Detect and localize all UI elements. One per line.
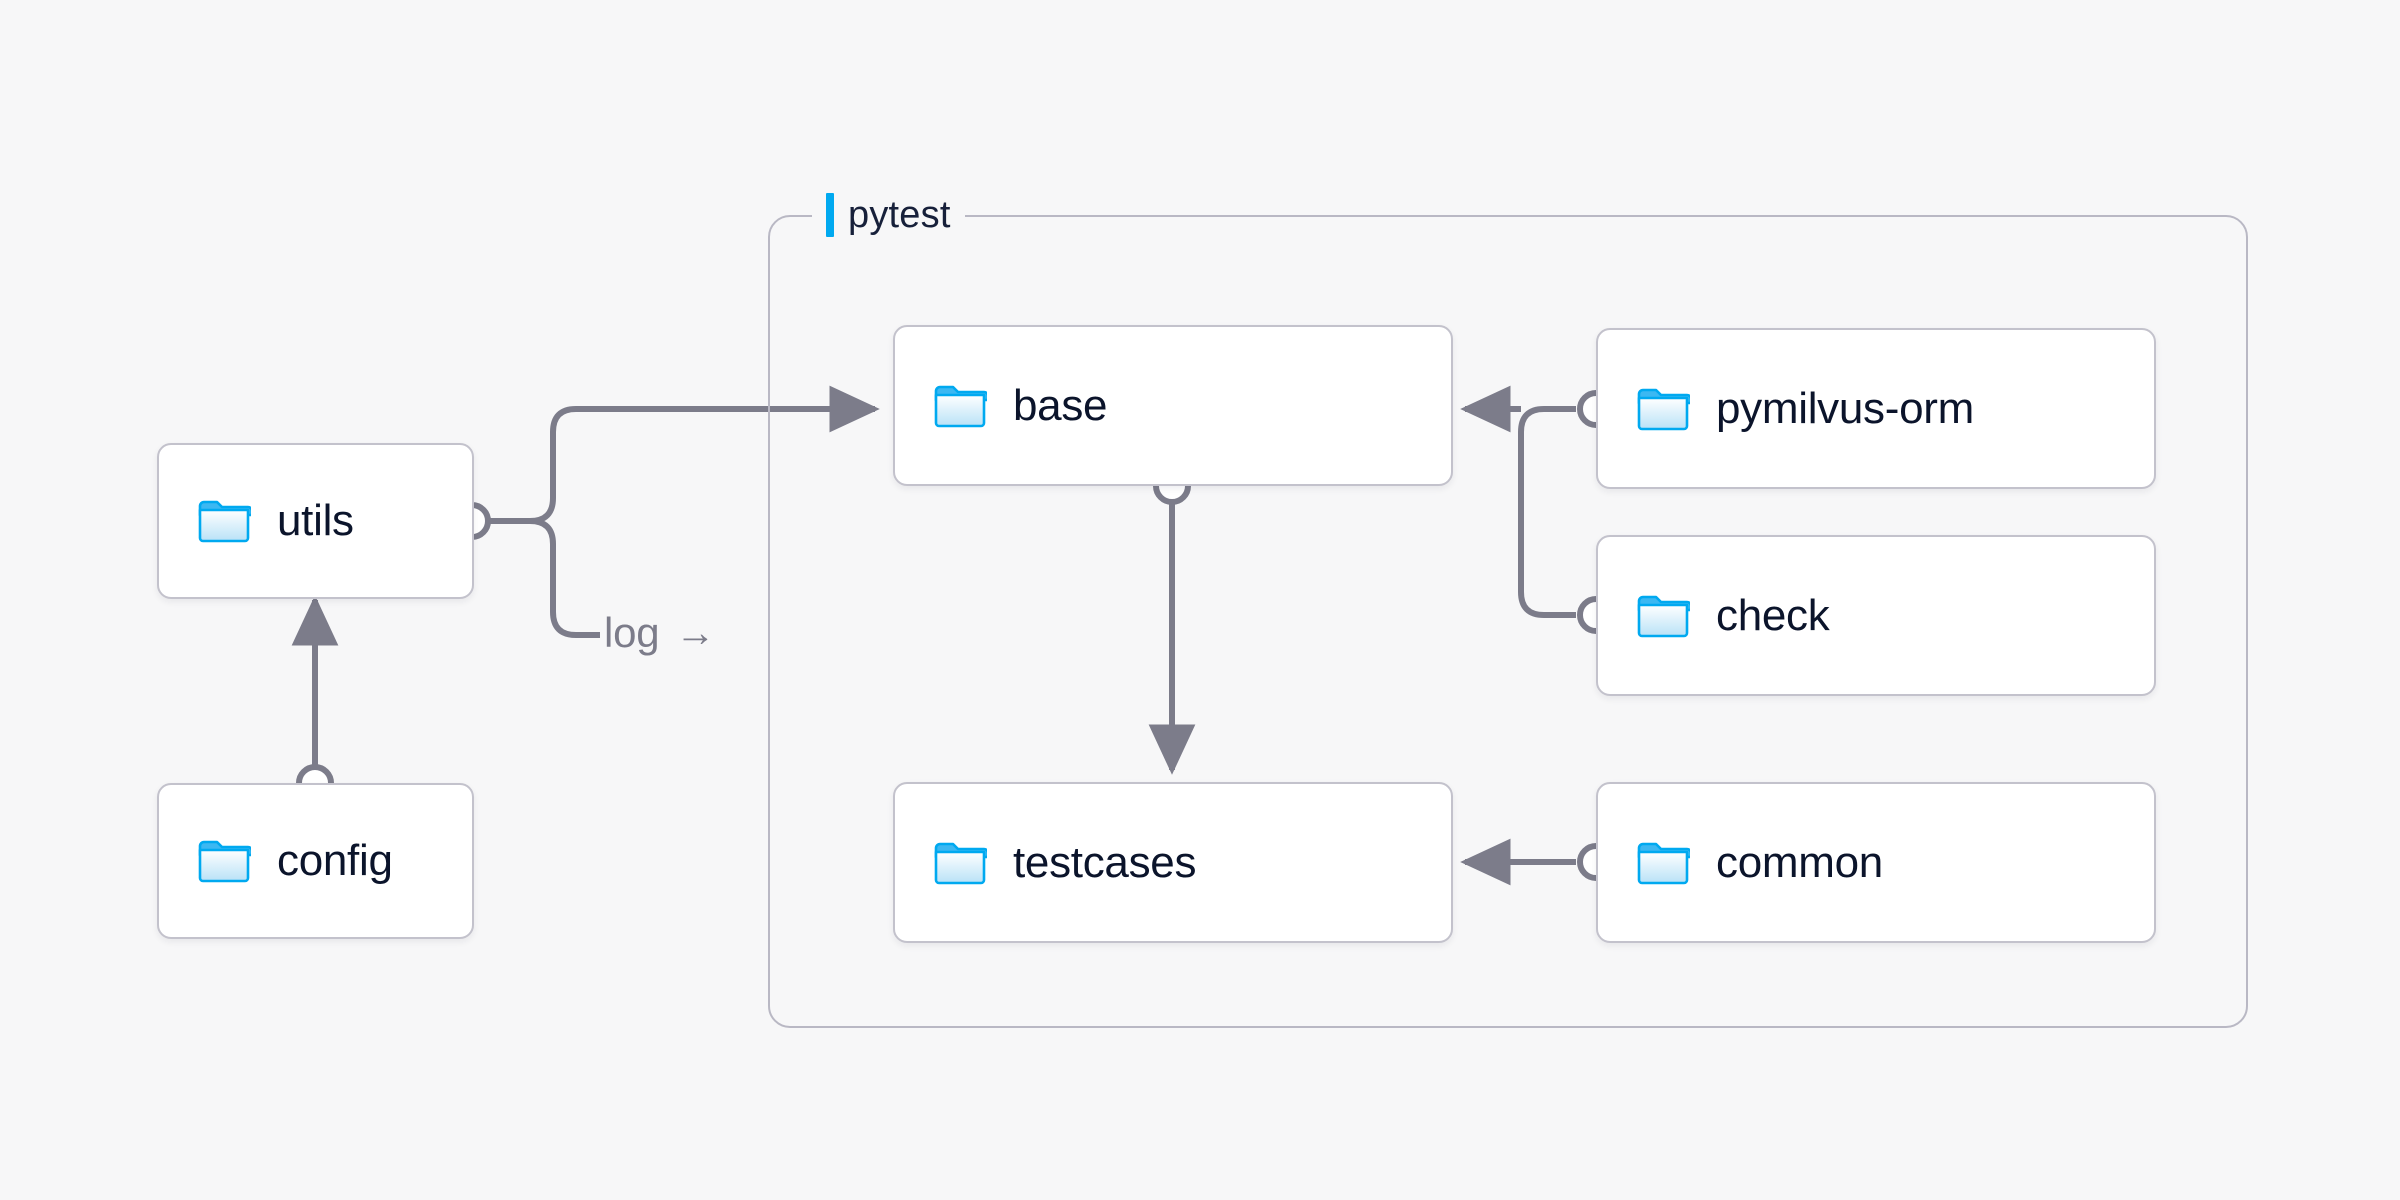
node-testcases-label: testcases xyxy=(1013,837,1197,887)
folder-icon xyxy=(934,385,987,427)
folder-icon xyxy=(934,842,987,884)
node-config[interactable]: config xyxy=(157,783,474,939)
edge-utils-log xyxy=(529,518,600,638)
folder-icon xyxy=(198,500,251,543)
folder-icon xyxy=(1637,842,1690,884)
node-utils[interactable]: utils xyxy=(157,443,474,599)
node-check[interactable]: check xyxy=(1596,535,2156,696)
edge-label-log-text: log xyxy=(604,609,660,656)
arrow-right-icon: → xyxy=(675,611,716,655)
node-utils-label: utils xyxy=(277,496,354,545)
group-pytest-label: pytest xyxy=(812,190,965,240)
edge-label-log: log → xyxy=(604,609,715,657)
node-pymilvus-orm-label: pymilvus-orm xyxy=(1716,383,1974,433)
group-pytest-title: pytest xyxy=(848,193,951,236)
node-common-label: common xyxy=(1716,837,1883,887)
node-testcases[interactable]: testcases xyxy=(893,782,1453,943)
node-pymilvus-orm[interactable]: pymilvus-orm xyxy=(1596,328,2156,489)
node-common[interactable]: common xyxy=(1596,782,2156,943)
folder-icon xyxy=(1637,388,1690,430)
node-check-label: check xyxy=(1716,590,1830,640)
accent-bar-icon xyxy=(826,193,834,237)
node-base-label: base xyxy=(1013,380,1108,430)
folder-icon xyxy=(1637,595,1690,637)
folder-icon xyxy=(198,840,251,883)
group-pytest[interactable] xyxy=(768,215,2248,1028)
node-config-label: config xyxy=(277,836,393,885)
node-base[interactable]: base xyxy=(893,325,1453,486)
